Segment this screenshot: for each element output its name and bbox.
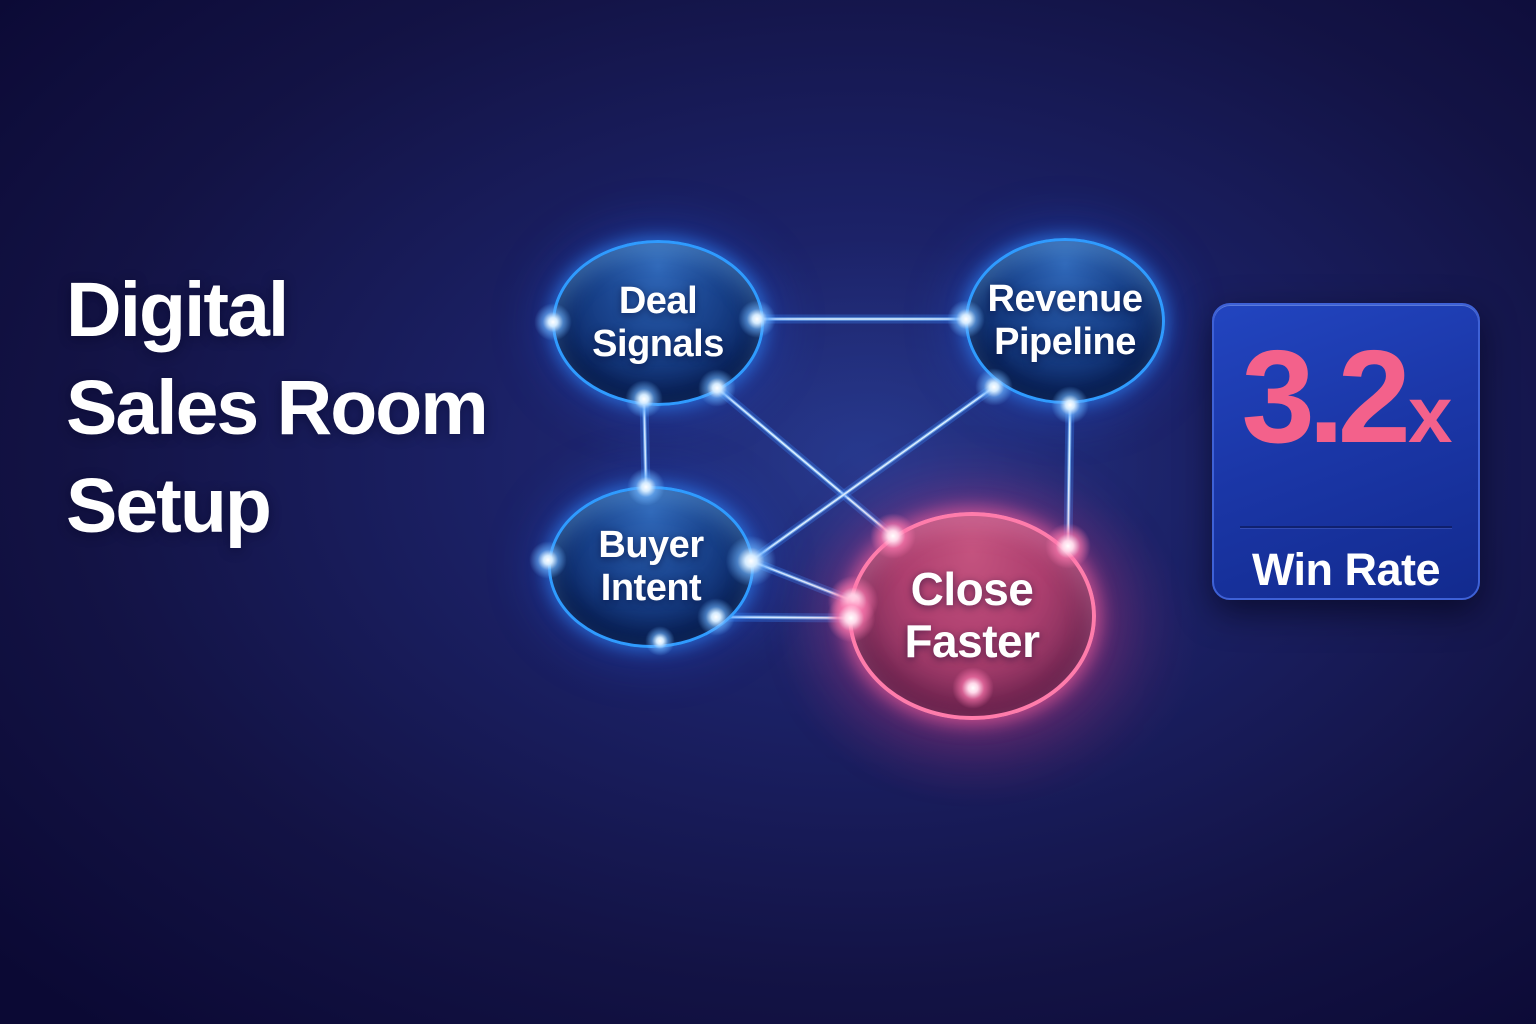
node-close-faster: Close Faster xyxy=(848,512,1096,720)
win-rate-divider xyxy=(1240,526,1452,528)
connector-revenue-pipeline-close-faster xyxy=(1067,404,1071,547)
node-deal-signals: Deal Signals xyxy=(552,240,764,406)
node-label-line: Pipeline xyxy=(994,321,1136,363)
node-buyer-intent: Buyer Intent xyxy=(548,486,754,648)
win-rate-value: 3.2x xyxy=(1214,331,1478,504)
connector-buyer-intent-close-faster xyxy=(750,560,854,602)
title-line-3: Setup xyxy=(66,462,272,549)
node-revenue-pipeline: Revenue Pipeline xyxy=(965,238,1165,404)
node-label: Buyer Intent xyxy=(598,524,704,609)
page-title: Digital Sales Room Setup xyxy=(66,262,489,555)
title-line-1: Digital xyxy=(66,267,289,353)
node-label-line: Buyer xyxy=(598,524,704,567)
node-label-line: Signals xyxy=(592,323,724,365)
node-label-line: Intent xyxy=(600,567,702,609)
win-rate-label: Win Rate xyxy=(1251,544,1441,595)
win-rate-number: 3.2 xyxy=(1241,323,1411,470)
title-line-2: Sales Room xyxy=(66,364,489,451)
node-label: Deal Signals xyxy=(592,280,724,365)
node-label-line: Deal xyxy=(618,280,698,323)
connector-buyer-intent-close-faster xyxy=(715,616,852,619)
connector-deal-signals-close-faster xyxy=(716,387,894,537)
node-label-line: Faster xyxy=(904,615,1040,667)
node-label: Close Faster xyxy=(904,563,1040,667)
win-rate-card: 3.2x Win Rate xyxy=(1212,303,1480,600)
win-rate-multiplier-suffix: x xyxy=(1408,370,1452,459)
node-label-line: Revenue xyxy=(987,278,1143,321)
node-label-line: Close xyxy=(910,563,1034,616)
node-label: Revenue Pipeline xyxy=(988,278,1143,363)
connector-revenue-pipeline-buyer-intent xyxy=(750,386,995,562)
